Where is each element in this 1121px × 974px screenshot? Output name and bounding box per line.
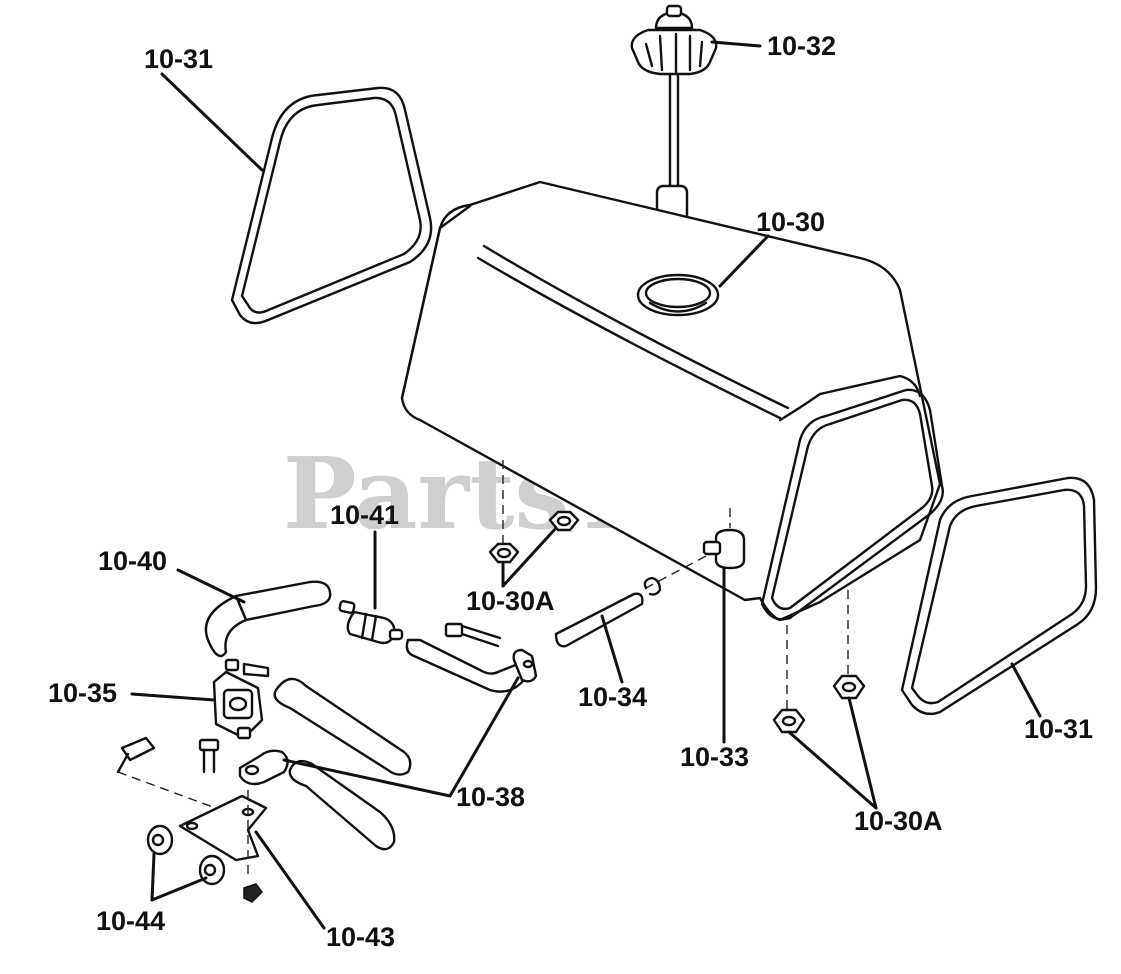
callout-labels: 10-31 10-32 10-30 10-41 10-40 10-30A 10-… bbox=[48, 31, 1093, 952]
rubber-grommets bbox=[146, 824, 263, 903]
fuel-cap-gauge bbox=[630, 4, 718, 224]
fuel-outlet-fitting bbox=[645, 508, 746, 589]
callout-10-44: 10-44 bbox=[96, 906, 165, 936]
hose-clamp-bracket bbox=[238, 749, 289, 786]
callout-10-33: 10-33 bbox=[680, 742, 749, 772]
callout-10-30: 10-30 bbox=[756, 207, 825, 237]
tank-gasket-right bbox=[900, 476, 1098, 716]
tank-gasket-left bbox=[230, 86, 433, 325]
callout-10-32: 10-32 bbox=[767, 31, 836, 61]
callout-10-30A-bottom: 10-30A bbox=[854, 806, 943, 836]
callout-10-35: 10-35 bbox=[48, 678, 117, 708]
tank-mount-nuts-bottom bbox=[772, 590, 866, 734]
mounting-bracket bbox=[178, 790, 268, 878]
callout-10-31-right: 10-31 bbox=[1024, 714, 1093, 744]
fuel-tank bbox=[400, 180, 944, 622]
callout-10-30A-mid: 10-30A bbox=[466, 586, 555, 616]
callout-10-43: 10-43 bbox=[326, 922, 395, 952]
clamp-bolt bbox=[444, 622, 502, 648]
mounting-screws bbox=[116, 736, 249, 821]
callout-10-38: 10-38 bbox=[456, 782, 525, 812]
callout-10-40: 10-40 bbox=[98, 546, 167, 576]
tank-mount-nuts-mid bbox=[488, 460, 580, 564]
fuel-hose-short bbox=[554, 592, 644, 648]
hose-clamp bbox=[643, 576, 662, 596]
leader-lines bbox=[130, 40, 1042, 930]
callout-10-41: 10-41 bbox=[330, 500, 399, 530]
callout-10-34: 10-34 bbox=[578, 682, 647, 712]
callout-10-31-top: 10-31 bbox=[144, 44, 213, 74]
fuel-pump bbox=[212, 658, 270, 740]
fuel-hose-long bbox=[273, 677, 412, 851]
fuel-line-assembly bbox=[204, 580, 538, 693]
